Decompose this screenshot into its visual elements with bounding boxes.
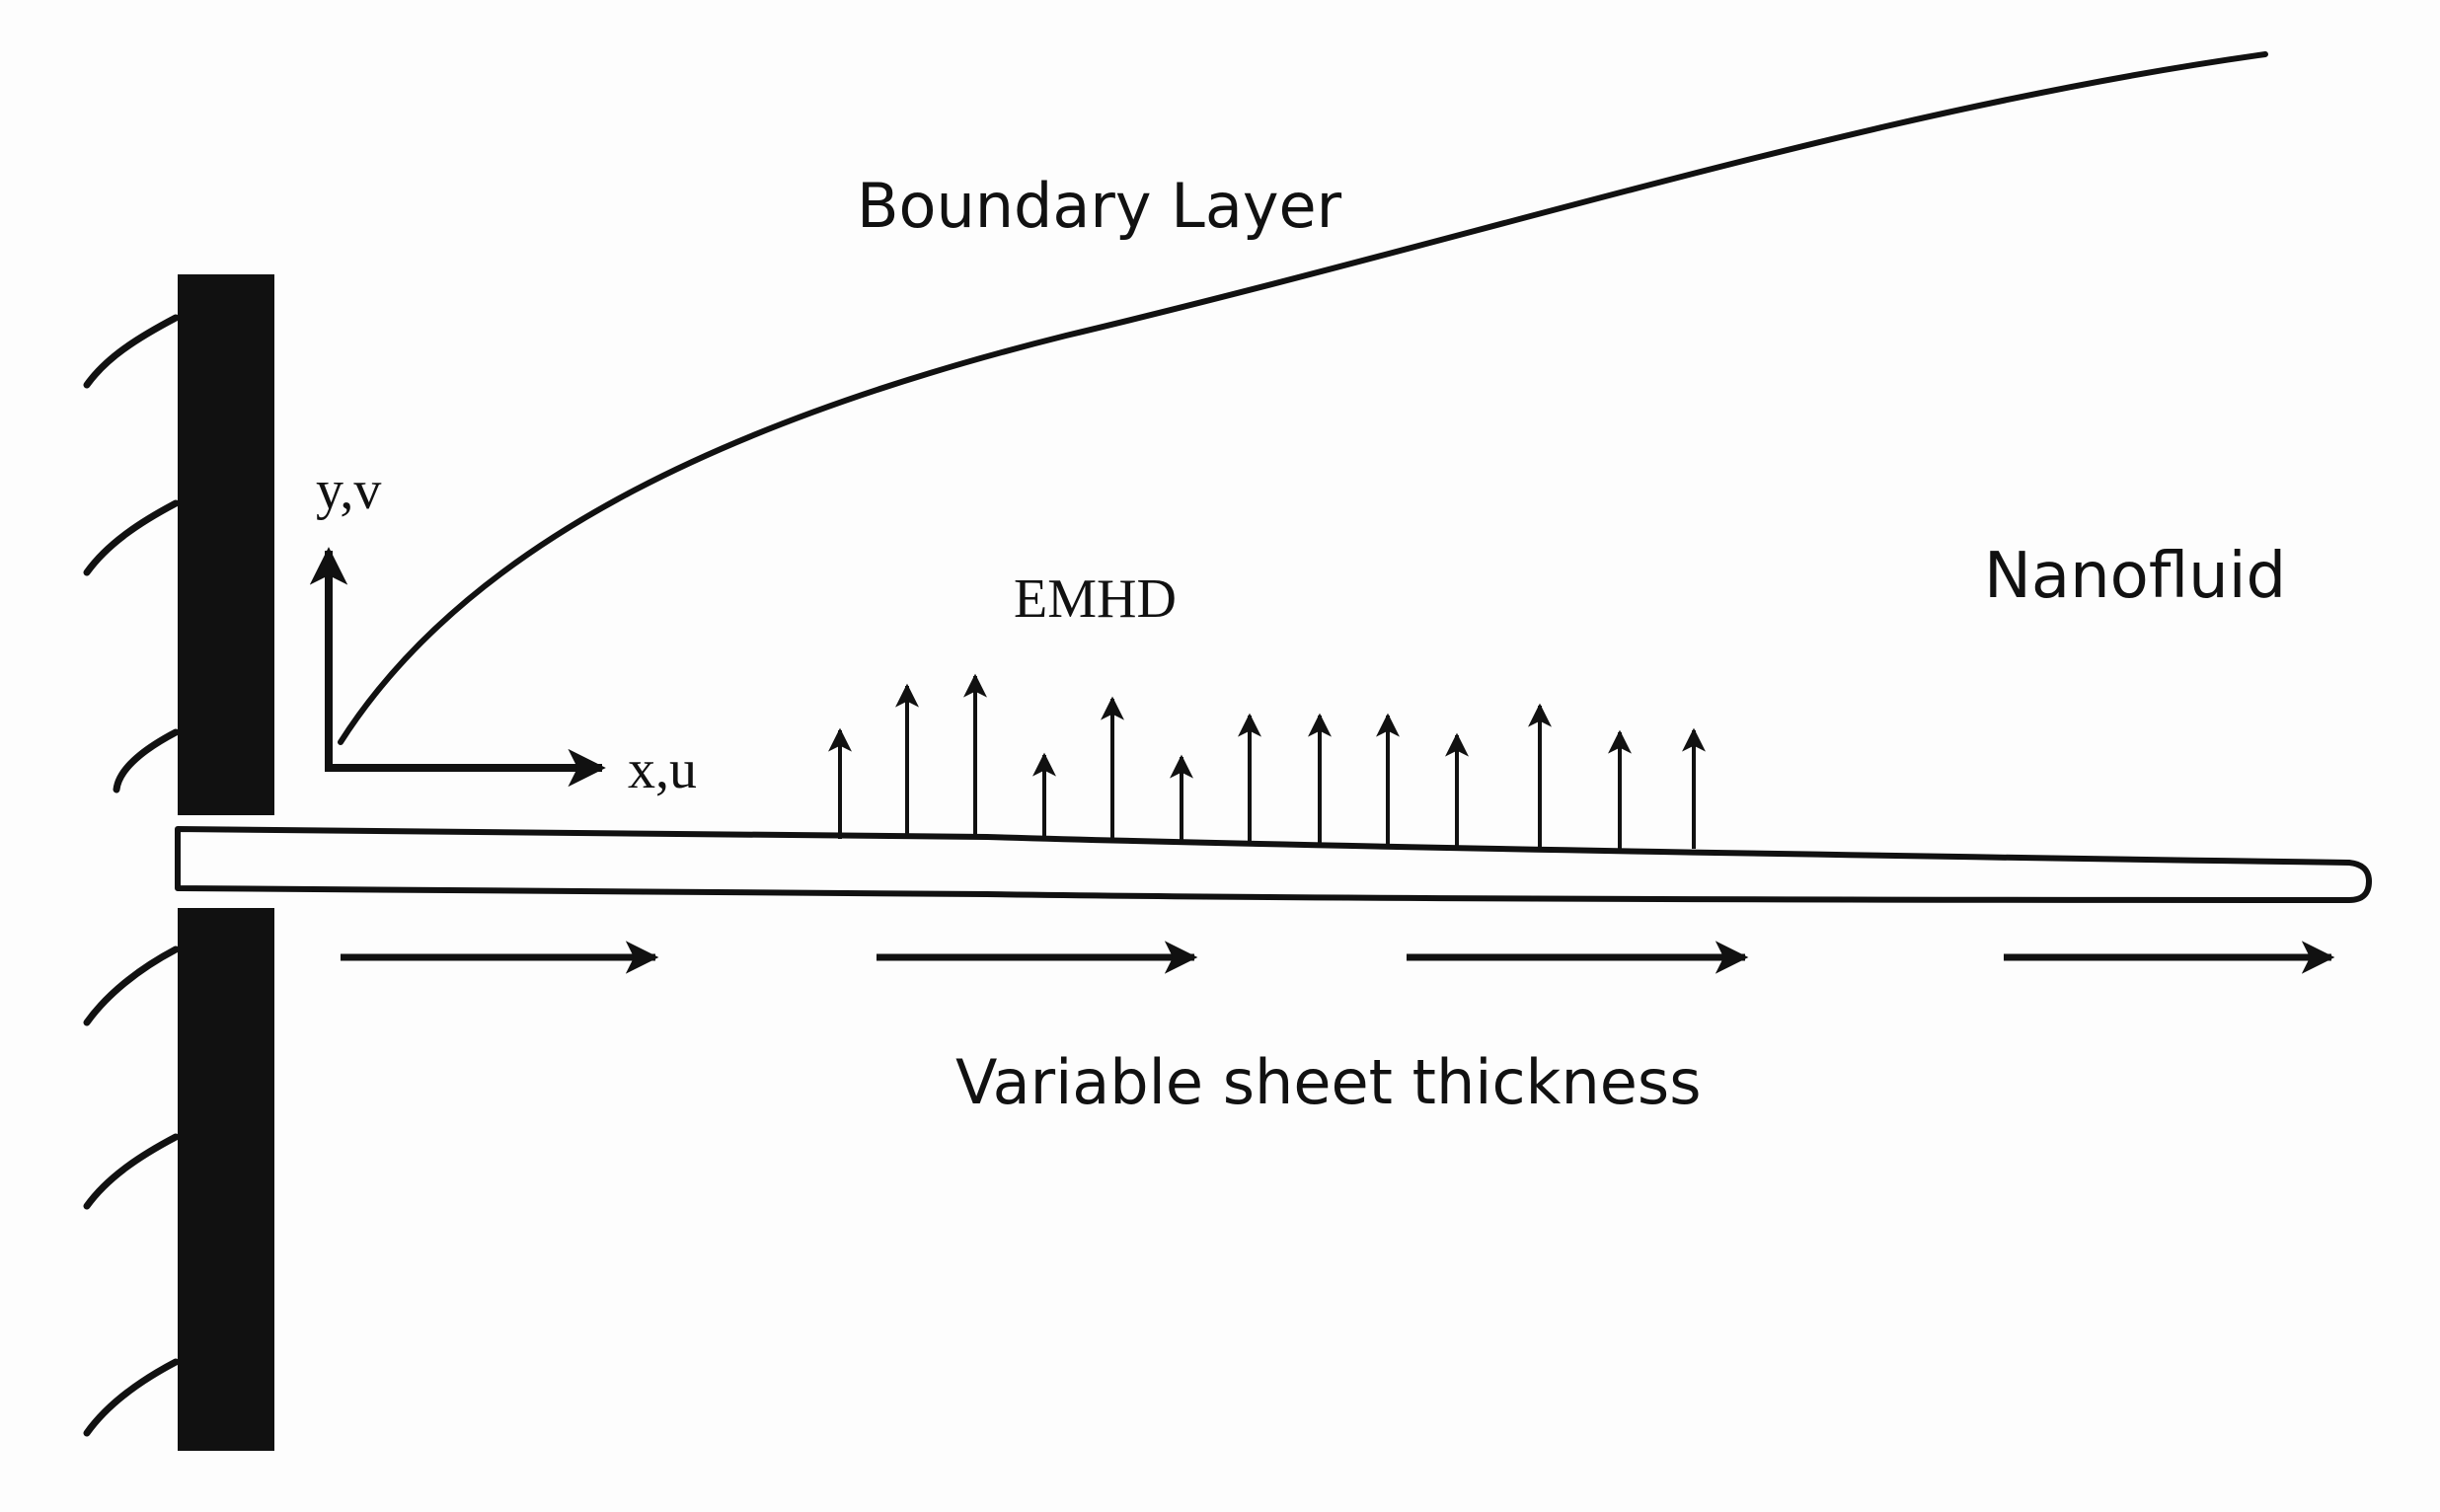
boundary-layer-curve	[338, 51, 2268, 745]
wall-hatching	[83, 314, 180, 1437]
emhd-arrows	[828, 673, 1706, 849]
stretching-sheet	[175, 826, 2372, 903]
coordinate-axes	[309, 547, 606, 788]
x-axis-label: x,u	[628, 739, 697, 800]
wall-lower	[178, 908, 274, 1451]
wall	[178, 274, 274, 1451]
y-axis-label: y,v	[316, 460, 381, 521]
wall-upper	[178, 274, 274, 815]
emhd-label: EMHD	[1014, 568, 1177, 630]
sheet-label: Variable sheet thickness	[955, 1046, 1702, 1118]
boundary-layer-label: Boundary Layer	[857, 170, 1342, 242]
nanofluid-label: Nanofluid	[1984, 540, 2286, 613]
